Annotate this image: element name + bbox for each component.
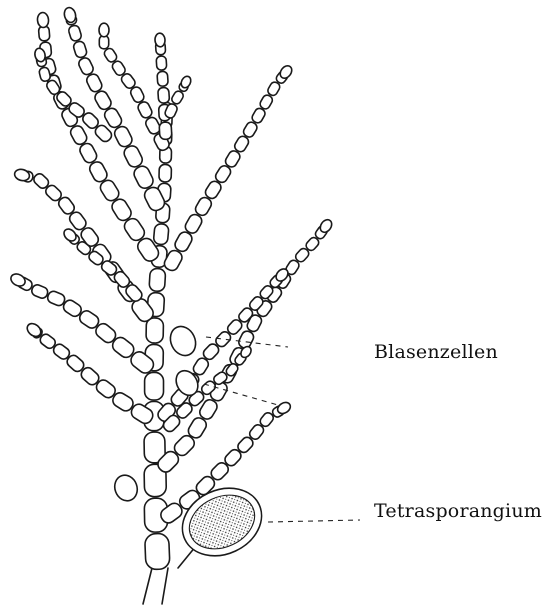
blasenzelle (166, 322, 200, 359)
branch-left-lower (25, 321, 156, 426)
filament-cell (157, 71, 168, 86)
filament-cell (136, 100, 153, 119)
apical-cell (37, 12, 49, 28)
filament-cell (77, 56, 95, 76)
apical-cell (99, 23, 109, 37)
tetrasporangium-label: Tetrasporangium (374, 500, 542, 522)
filament-cell (145, 533, 170, 570)
filament-cell (30, 283, 49, 299)
filament-cell (99, 36, 108, 49)
blasenzelle (111, 472, 141, 504)
leader-line-tetrasporangium (268, 520, 360, 522)
filament-cell (159, 122, 172, 140)
filament-cell (170, 90, 184, 106)
filament-cell (72, 40, 87, 59)
filament-cell (153, 223, 169, 245)
filament-cell (113, 124, 135, 148)
filament-cell (158, 87, 170, 103)
filament-group (9, 6, 334, 569)
filament-cell (68, 24, 83, 42)
filament-cell (146, 318, 164, 343)
apical-cell (155, 33, 166, 47)
blasenzellen-label: Blasenzellen (374, 341, 498, 363)
filament-cell (149, 268, 166, 291)
main-axis (143, 568, 168, 604)
filament-cell (159, 164, 172, 182)
filament-cell (156, 56, 167, 71)
tetrasporangium (171, 476, 272, 569)
filament-cell (145, 372, 164, 400)
filament-cell (85, 72, 104, 93)
filament-cell (122, 144, 145, 169)
filament-cell (132, 164, 156, 191)
